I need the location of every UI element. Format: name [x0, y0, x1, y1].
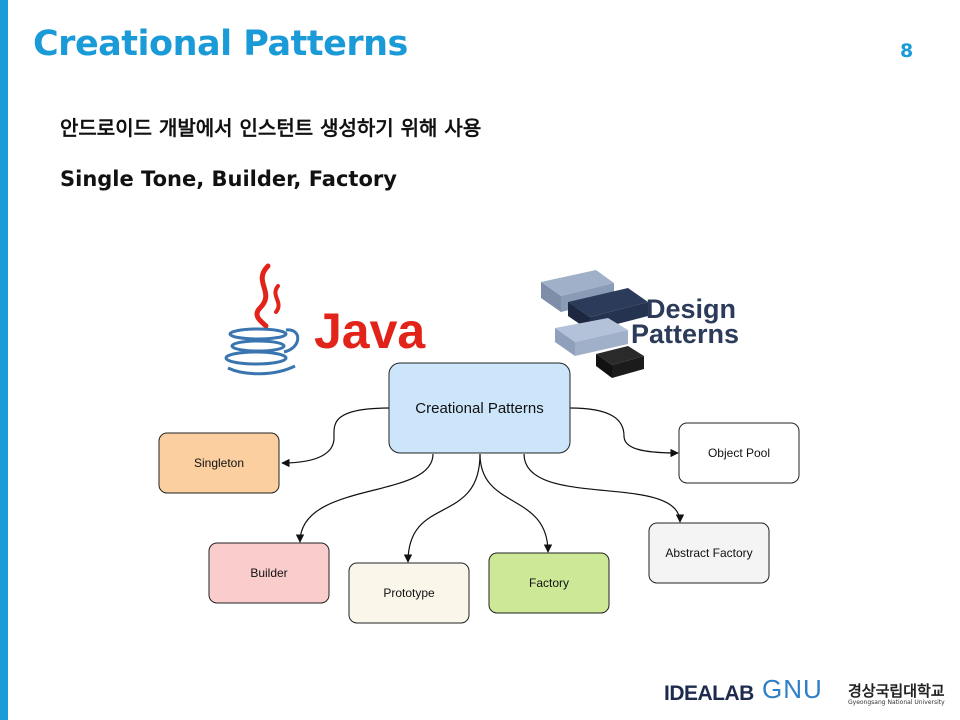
slide-text-patterns: Single Tone, Builder, Factory — [60, 167, 397, 191]
accent-bar — [0, 0, 8, 720]
lego-bricks-icon — [541, 270, 648, 378]
connector-abstract-factory — [523, 453, 685, 523]
connector-prototype — [403, 453, 481, 563]
idealab-logo: IDEALAB — [664, 682, 754, 705]
node-prototype-label: Prototype — [383, 586, 435, 600]
node-creational-patterns: Creational Patterns — [388, 362, 571, 454]
node-builder: Builder — [208, 542, 330, 604]
node-singleton-label: Singleton — [194, 456, 244, 470]
university-name: 경상국립대학교 — [848, 682, 945, 700]
design-patterns-word-1: Design — [646, 294, 736, 324]
slide-text-korean: 안드로이드 개발에서 인스턴트 생성하기 위해 사용 — [60, 116, 482, 140]
university-name-english: Gyeongsang National University — [848, 699, 945, 706]
node-abstract-factory-label: Abstract Factory — [665, 546, 752, 560]
node-factory-label: Factory — [529, 576, 569, 590]
node-creational-patterns-label: Creational Patterns — [415, 400, 543, 417]
node-singleton: Singleton — [158, 432, 280, 494]
connector-object-pool — [569, 407, 679, 458]
connector-singleton — [281, 407, 390, 468]
node-abstract-factory: Abstract Factory — [648, 522, 770, 584]
java-cup-icon — [224, 263, 300, 376]
java-wordmark: Java — [314, 303, 426, 359]
diagram-connectors — [281, 407, 685, 563]
node-builder-label: Builder — [250, 566, 287, 580]
node-object-pool-label: Object Pool — [708, 446, 770, 460]
node-factory: Factory — [488, 552, 610, 614]
connector-factory — [479, 453, 553, 553]
design-patterns-logo: Design Patterns — [541, 270, 739, 378]
gnu-logo: GNU — [762, 674, 823, 704]
connector-builder — [295, 453, 434, 543]
java-logo: Java — [224, 263, 426, 376]
slide-title: Creational Patterns — [33, 24, 408, 64]
design-patterns-word-2: Patterns — [631, 319, 739, 349]
page-number: 8 — [900, 40, 914, 62]
node-prototype: Prototype — [348, 562, 470, 624]
node-object-pool: Object Pool — [678, 422, 800, 484]
